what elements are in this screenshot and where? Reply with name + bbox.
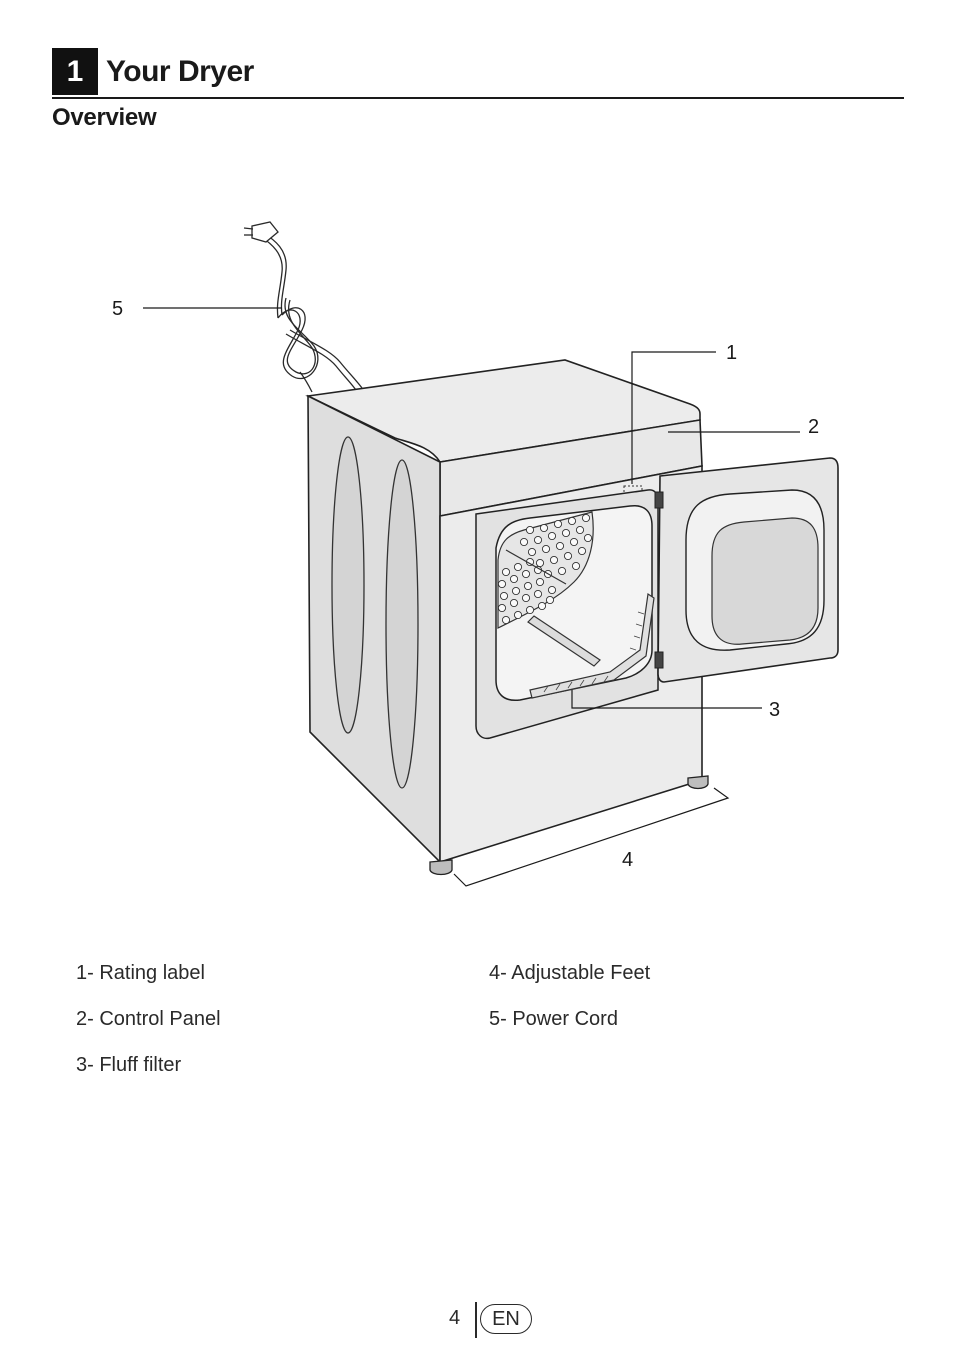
perforation-hole [525,605,535,615]
perforation-hole [567,516,577,526]
perforation-hole [555,541,565,551]
perforation-hole [561,528,571,538]
perforation-hole [535,577,545,587]
perforation-hole [509,598,519,608]
callout-4: 4 [622,849,633,871]
cabinet-side [307,394,441,864]
perforation-hole [539,523,549,533]
perforation-hole [521,593,531,603]
perforation-hole [537,601,547,611]
perforation-hole [525,525,535,535]
perforation-hole [553,519,563,529]
perforation-hole [521,569,531,579]
perforation-hole [583,533,593,543]
perforation-hole [549,555,559,565]
callout-1: 1 [726,342,737,364]
perforation-hole [513,610,523,620]
chapter-title: Your Dryer [106,55,254,88]
perforation-hole [571,561,581,571]
perforation-hole [547,585,557,595]
fluff-filter-drawing [527,615,601,667]
callout-2: 2 [808,416,819,438]
perforation-hole [497,603,507,613]
callout-lines [143,307,800,887]
perforation-hole [545,595,555,605]
perforation-hole [557,566,567,576]
perforation-hole [523,581,533,591]
perforation-hole [513,562,523,572]
adjustable-feet-drawing [429,775,709,876]
perforation-hole [533,589,543,599]
perforation-hole [519,537,529,547]
cabinet-top [305,359,701,463]
perforation-hole [569,537,579,547]
footer-divider [475,1302,477,1338]
perforation-hole [563,551,573,561]
perforation-hole [577,546,587,556]
dryer-illustration: 1 2 3 4 5 [112,221,839,887]
perforation-hole [511,586,521,596]
legend-item-fluff-filter: 3- Fluff filter [76,1054,182,1076]
plug-drawing [243,221,279,243]
legend-item-control-panel: 2- Control Panel [76,1008,221,1030]
perforation-hole [533,535,543,545]
callout-3: 3 [769,699,780,721]
drum-perforations [497,513,593,625]
chapter-header: 1 Your Dryer [52,48,904,99]
perforation-hole [501,615,511,625]
perforation-hole [541,544,551,554]
perforation-hole [535,558,545,568]
perforation-hole [575,525,585,535]
perforation-hole [499,591,509,601]
perforation-hole [509,574,519,584]
perforation-hole [501,567,511,577]
perforation-hole [527,547,537,557]
perforation-hole [547,531,557,541]
legend-item-power-cord: 5- Power Cord [489,1008,618,1030]
chapter-number: 1 [52,48,98,95]
power-cord-drawing [259,231,363,393]
callout-5: 5 [112,298,123,320]
dryer-overview-figure: 1 2 3 4 5 [0,200,954,900]
legend-item-adjustable-feet: 4- Adjustable Feet [489,962,651,984]
page-number: 4 [449,1307,461,1329]
perforation-hole [581,513,591,523]
section-title: Overview [52,104,157,131]
language-badge: EN [480,1304,532,1334]
perforation-hole [497,579,507,589]
legend-item-rating-label: 1- Rating label [76,962,205,984]
